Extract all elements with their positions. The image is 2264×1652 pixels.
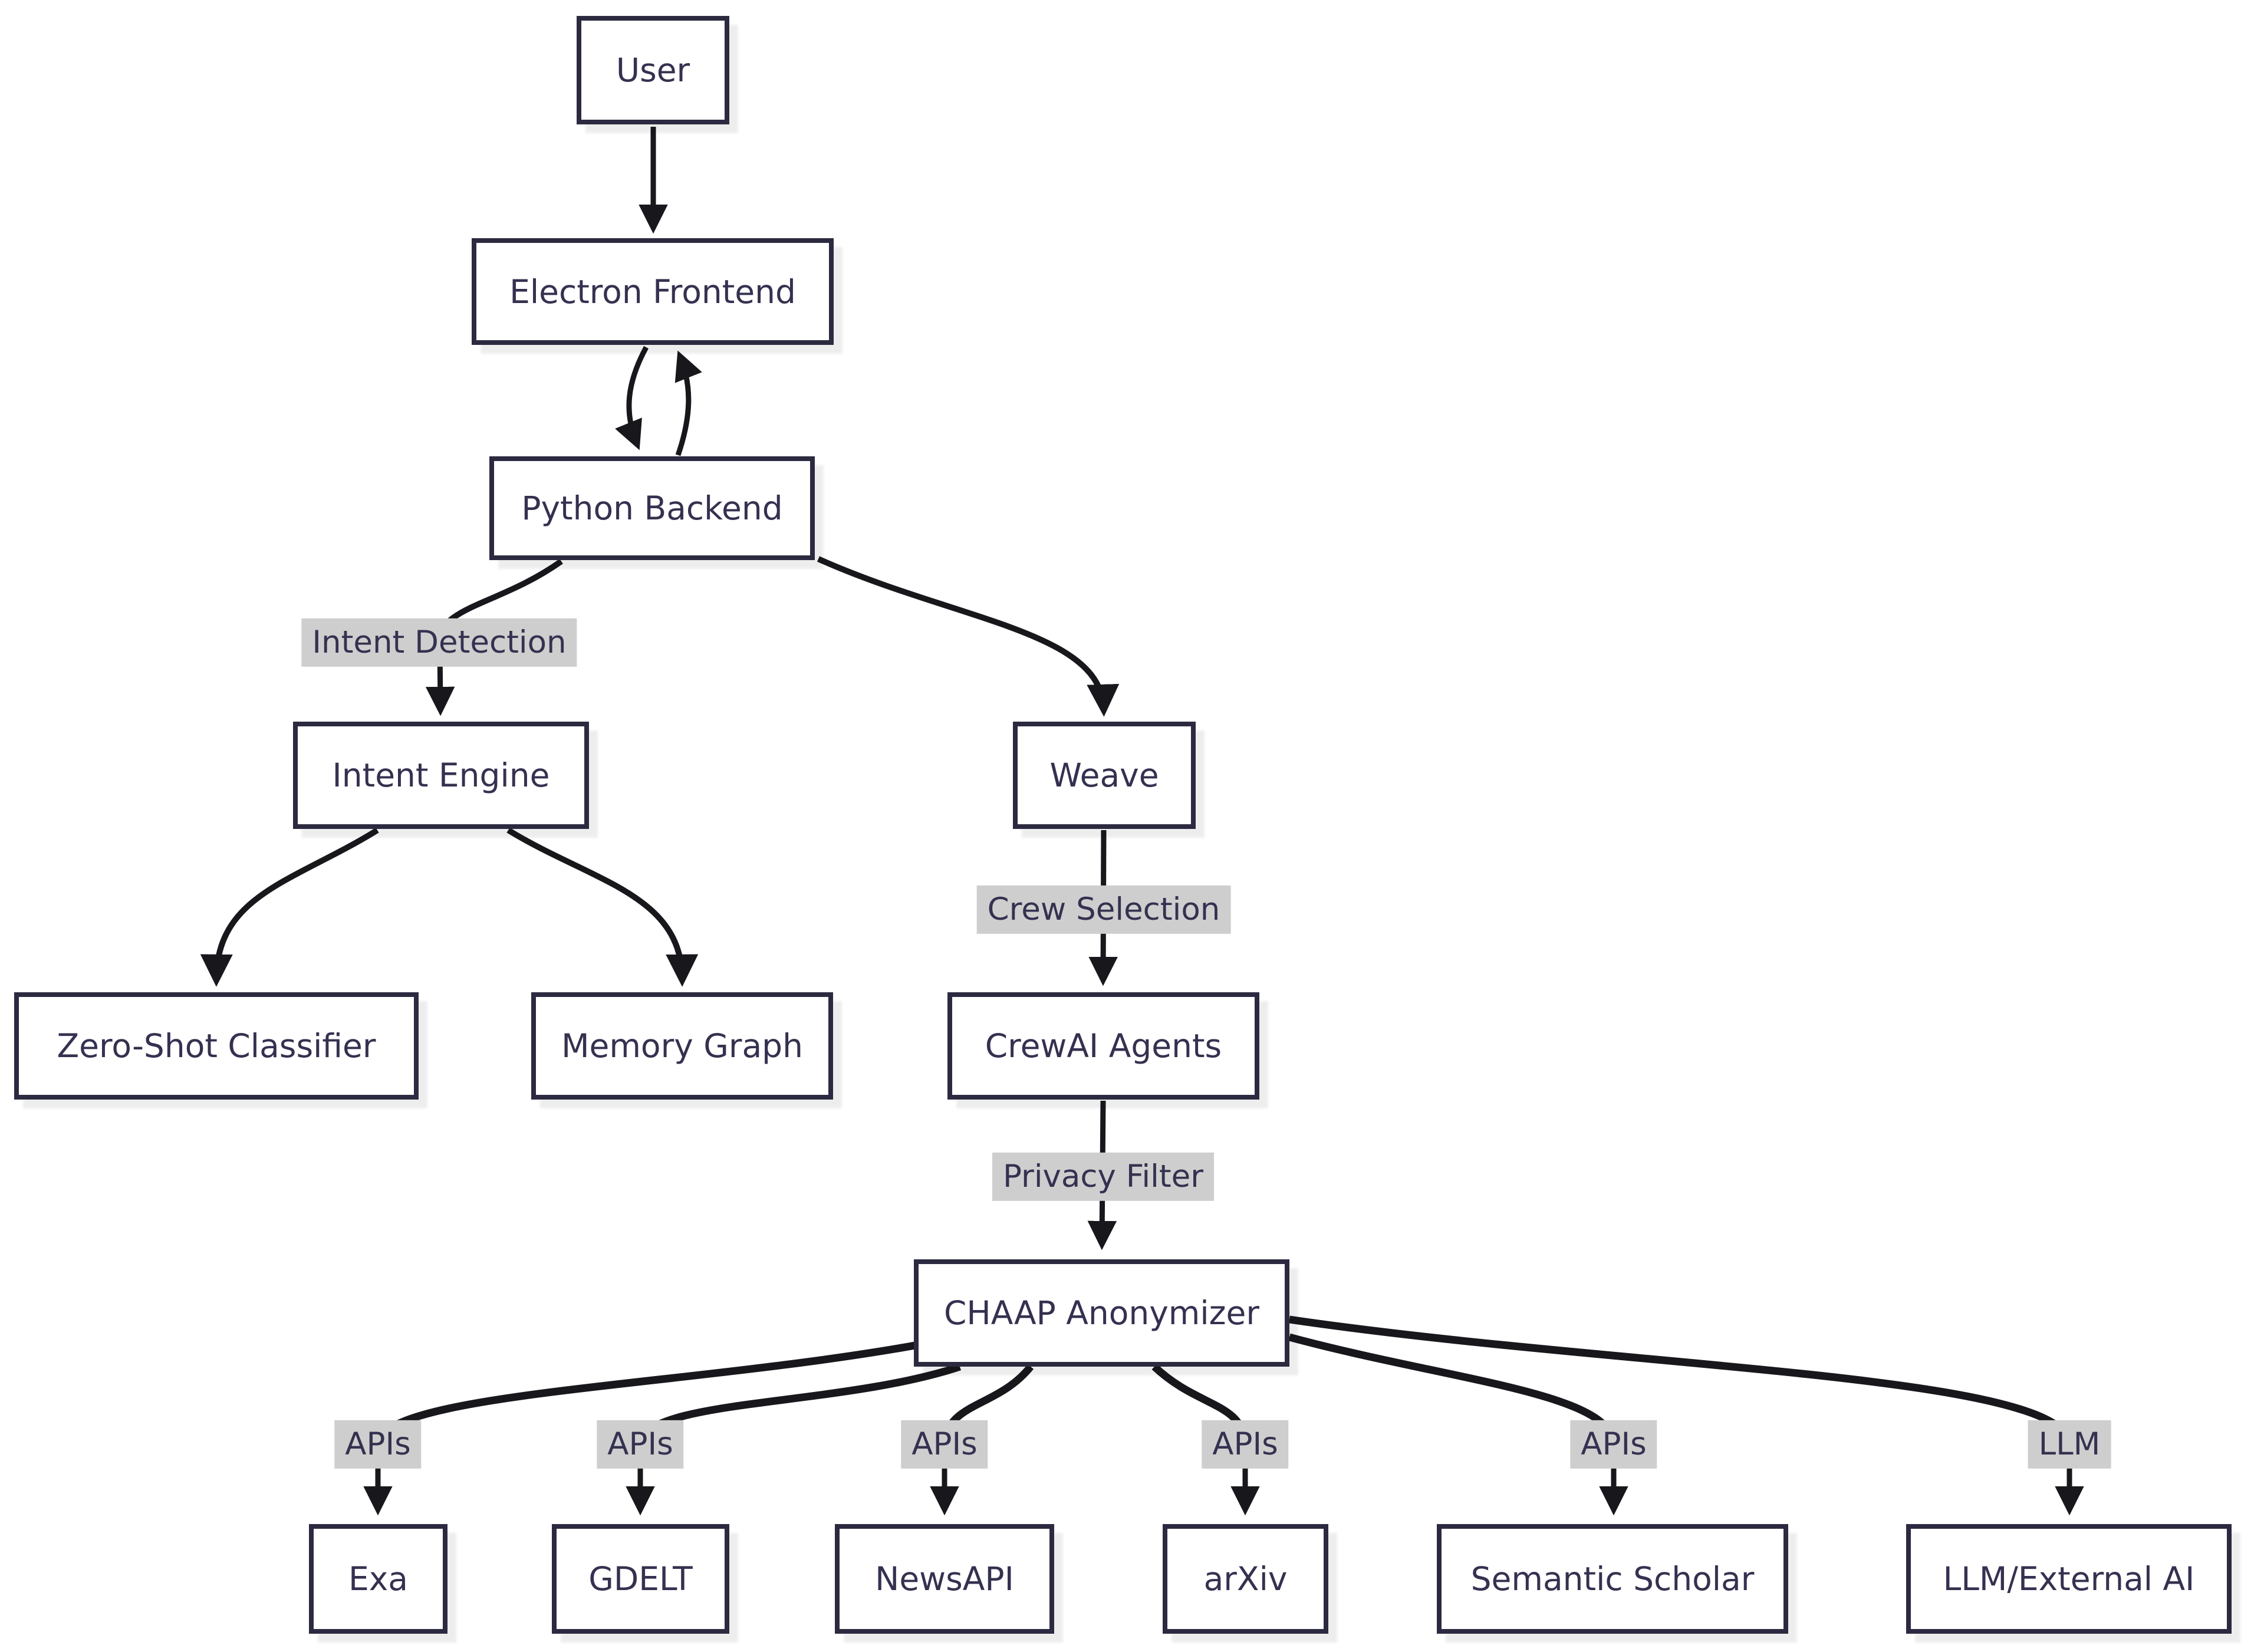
node-newsapi-label: NewsAPI [875,1560,1014,1598]
node-electron-frontend: Electron Frontend [472,238,834,345]
node-intent-engine-label: Intent Engine [332,756,550,794]
node-semantic-scholar: Semantic Scholar [1437,1524,1788,1634]
edge-label-weave-to-crewai-agents: Crew Selection [976,885,1231,934]
edge-intent-engine-to-memory-graph [506,827,699,987]
node-llm-external-ai-label: LLM/External AI [1943,1560,2195,1598]
node-weave-label: Weave [1049,756,1159,794]
node-memory-graph-label: Memory Graph [561,1027,803,1065]
node-exa: Exa [309,1524,447,1634]
node-crewai-agents: CrewAI Agents [947,992,1259,1100]
edge-python-backend-to-electron-frontend [674,350,702,456]
node-chaap-anonymizer-label: CHAAP Anonymizer [944,1294,1259,1332]
node-weave: Weave [1013,722,1196,829]
node-user-label: User [616,51,690,89]
edge-chaap-anonymizer-to-llm-external-ai [1289,1315,2074,1445]
node-llm-external-ai: LLM/External AI [1906,1524,2232,1634]
edge-label-crewai-agents-to-chaap-anonymizer: Privacy Filter [992,1152,1214,1202]
edge-label-chaap-anonymizer-to-gdelt: APIs [597,1420,684,1469]
node-arxiv: arXiv [1163,1524,1328,1634]
node-exa-label: Exa [348,1560,408,1598]
node-intent-engine: Intent Engine [293,722,589,829]
edge-label-python-backend-to-intent-engine: Intent Detection [301,618,577,667]
node-python-backend-label: Python Backend [521,489,783,527]
edge-label-chaap-anonymizer-to-newsapi: APIs [901,1420,988,1469]
node-newsapi: NewsAPI [835,1524,1054,1634]
node-chaap-anonymizer: CHAAP Anonymizer [914,1259,1289,1367]
node-electron-frontend-label: Electron Frontend [509,272,796,311]
node-zero-shot-classifier: Zero-Shot Classifier [14,992,419,1100]
edge-label-chaap-anonymizer-to-semantic-scholar: APIs [1570,1420,1657,1469]
node-arxiv-label: arXiv [1203,1560,1288,1598]
node-user: User [577,16,729,124]
node-crewai-agents-label: CrewAI Agents [985,1027,1222,1065]
edge-python-backend-to-weave [817,556,1120,717]
edge-electron-frontend-to-python-backend [615,345,649,450]
edge-intent-engine-to-zero-shot-classifier [200,827,379,987]
edge-label-chaap-anonymizer-to-exa: APIs [334,1420,422,1469]
node-gdelt-label: GDELT [588,1560,693,1598]
node-zero-shot-classifier-label: Zero-Shot Classifier [57,1027,376,1065]
edge-label-chaap-anonymizer-to-arxiv: APIs [1202,1420,1289,1469]
node-gdelt: GDELT [552,1524,729,1634]
node-python-backend: Python Backend [489,456,815,560]
node-semantic-scholar-label: Semantic Scholar [1470,1560,1755,1598]
edge-label-chaap-anonymizer-to-llm-external-ai: LLM [2028,1420,2111,1469]
node-memory-graph: Memory Graph [531,992,833,1100]
